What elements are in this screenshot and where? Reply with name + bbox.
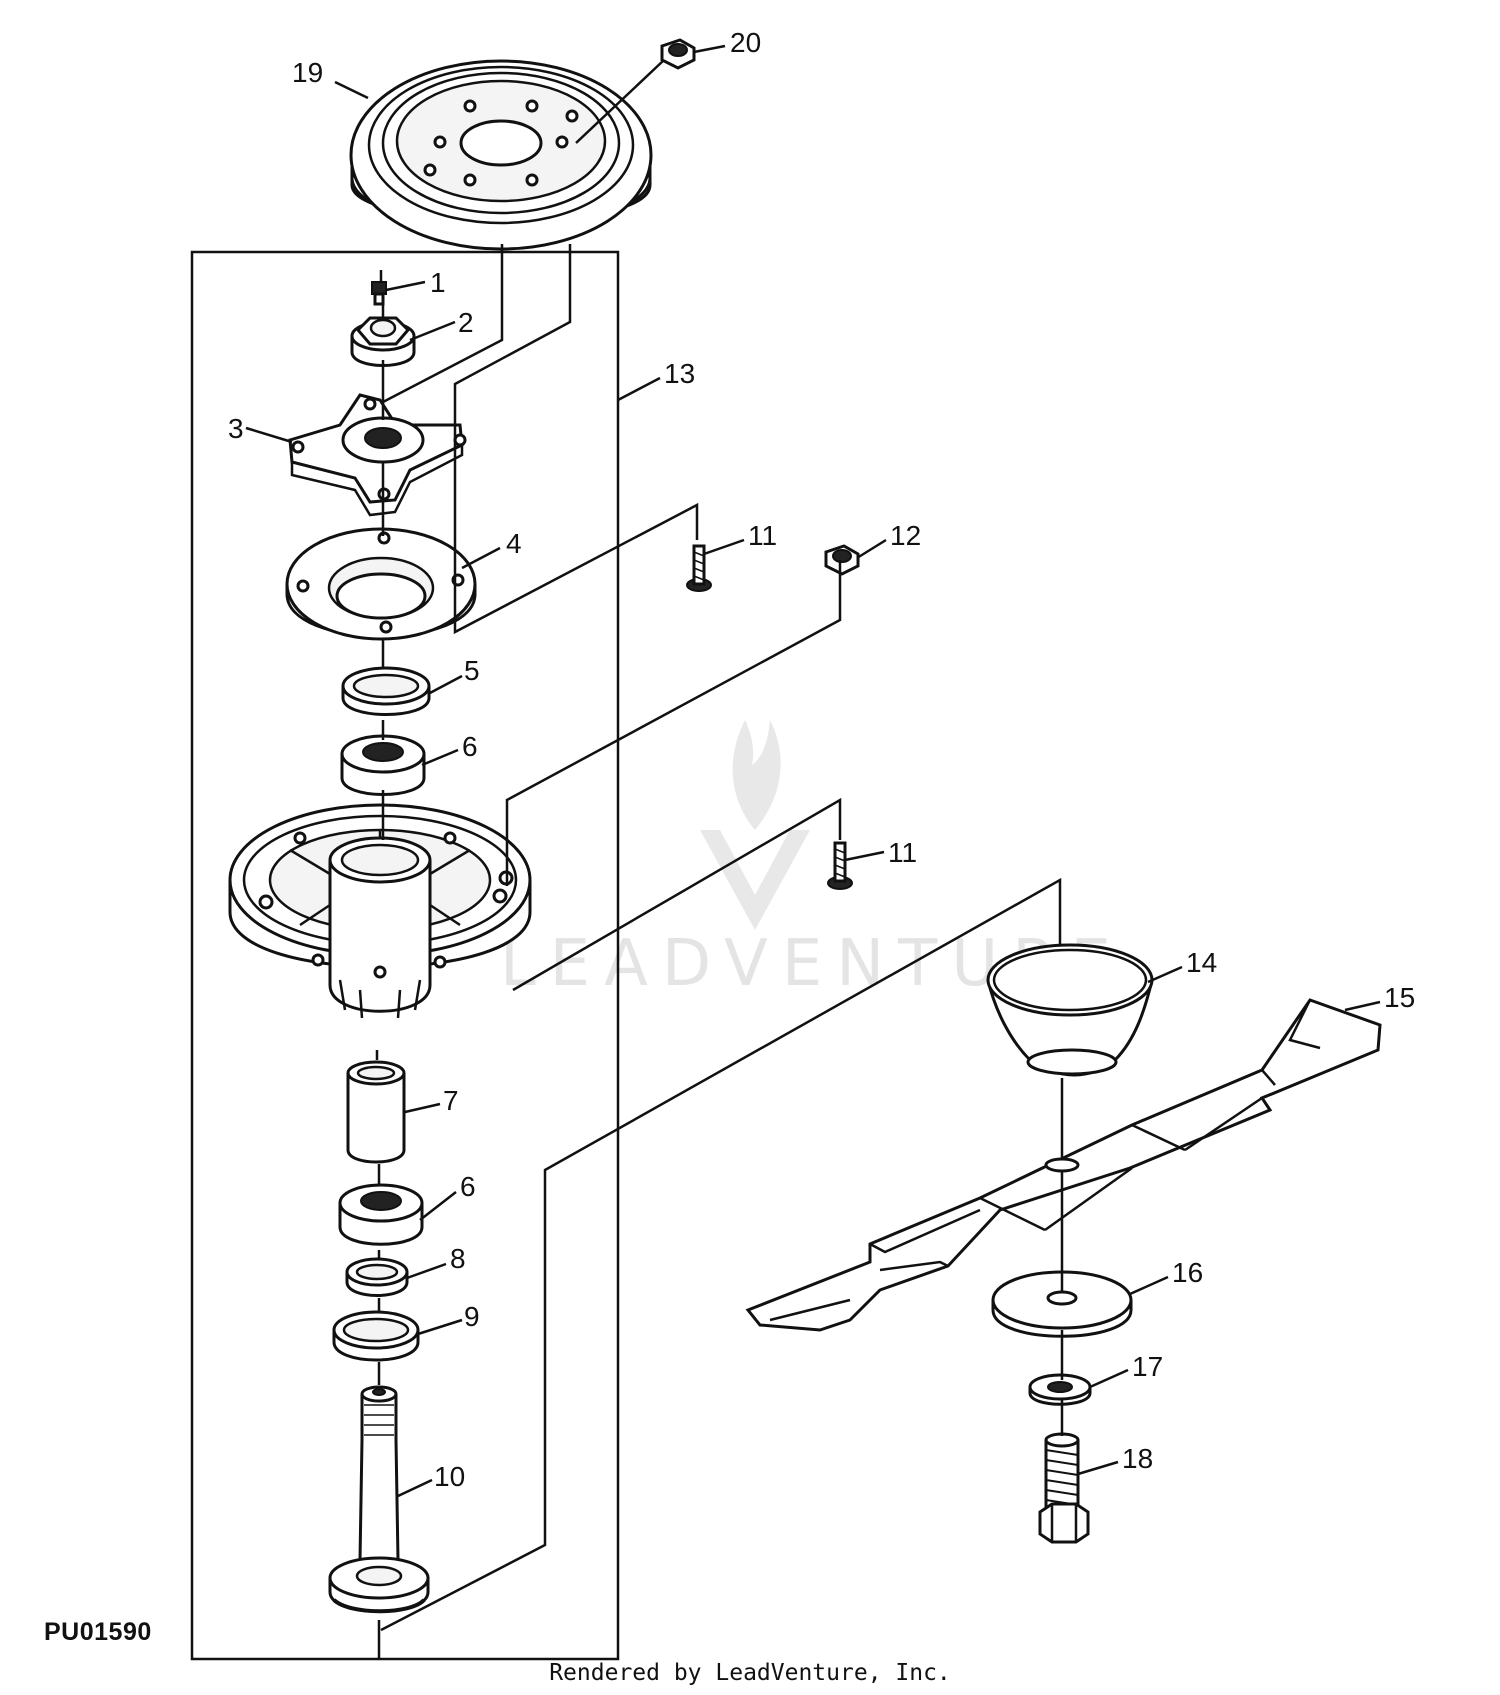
callout-2: 2 (458, 307, 474, 338)
bolt-part-11-lower (827, 841, 853, 890)
callout-6-lower: 6 (460, 1171, 476, 1202)
callout-5: 5 (464, 655, 480, 686)
spindle-housing (228, 803, 532, 1019)
callout-leader-lines (245, 44, 1381, 1498)
washer-part-17 (1028, 1373, 1092, 1406)
hex-nut-part-2 (350, 316, 416, 367)
fitting-part-1 (371, 281, 387, 306)
spindle-assembly-box (190, 250, 620, 1661)
callout-10: 10 (434, 1461, 465, 1492)
callout-labels: 1 2 3 4 5 6 7 6 8 9 10 11 12 11 13 14 15… (228, 27, 1415, 1492)
spacer-part-7 (346, 1060, 406, 1164)
render-credit: Rendered by LeadVenture, Inc. (549, 1660, 951, 1686)
bolt-part-11-upper (686, 544, 712, 592)
spindle-shaft-part-10 (328, 1385, 430, 1614)
callout-11-upper: 11 (748, 520, 777, 551)
callout-6-upper: 6 (462, 731, 478, 762)
callout-18: 18 (1122, 1443, 1153, 1474)
callout-9: 9 (464, 1301, 480, 1332)
callout-3: 3 (228, 413, 244, 444)
callout-12: 12 (890, 520, 921, 551)
pulley-part-19 (349, 59, 653, 251)
ring-part-8 (345, 1257, 409, 1297)
callout-19: 19 (292, 57, 323, 88)
callout-7: 7 (443, 1085, 459, 1116)
bearing-part-6-upper (340, 734, 426, 796)
callout-15: 15 (1384, 982, 1415, 1013)
nut-part-12 (824, 544, 860, 576)
nut-part-20 (660, 38, 696, 70)
seal-part-9 (332, 1310, 420, 1362)
callout-1: 1 (430, 267, 446, 298)
callout-20: 20 (730, 27, 761, 58)
callout-13: 13 (664, 358, 695, 389)
callout-14: 14 (1186, 947, 1217, 978)
assembly-guide-lines (375, 59, 1064, 1660)
figure-code: PU01590 (44, 1618, 152, 1646)
callout-8: 8 (450, 1243, 466, 1274)
hub-part-3 (288, 393, 467, 517)
bearing-plate-part-4 (285, 527, 477, 641)
cone-part-14 (986, 943, 1154, 1077)
callout-4: 4 (506, 528, 522, 559)
seal-part-5 (341, 666, 431, 716)
bearing-part-6-lower (338, 1183, 424, 1246)
callout-16: 16 (1172, 1257, 1203, 1288)
callout-11-lower: 11 (888, 837, 917, 868)
bolt-part-18 (1038, 1432, 1090, 1544)
blade-part-15 (745, 998, 1382, 1332)
callout-17: 17 (1132, 1351, 1163, 1382)
